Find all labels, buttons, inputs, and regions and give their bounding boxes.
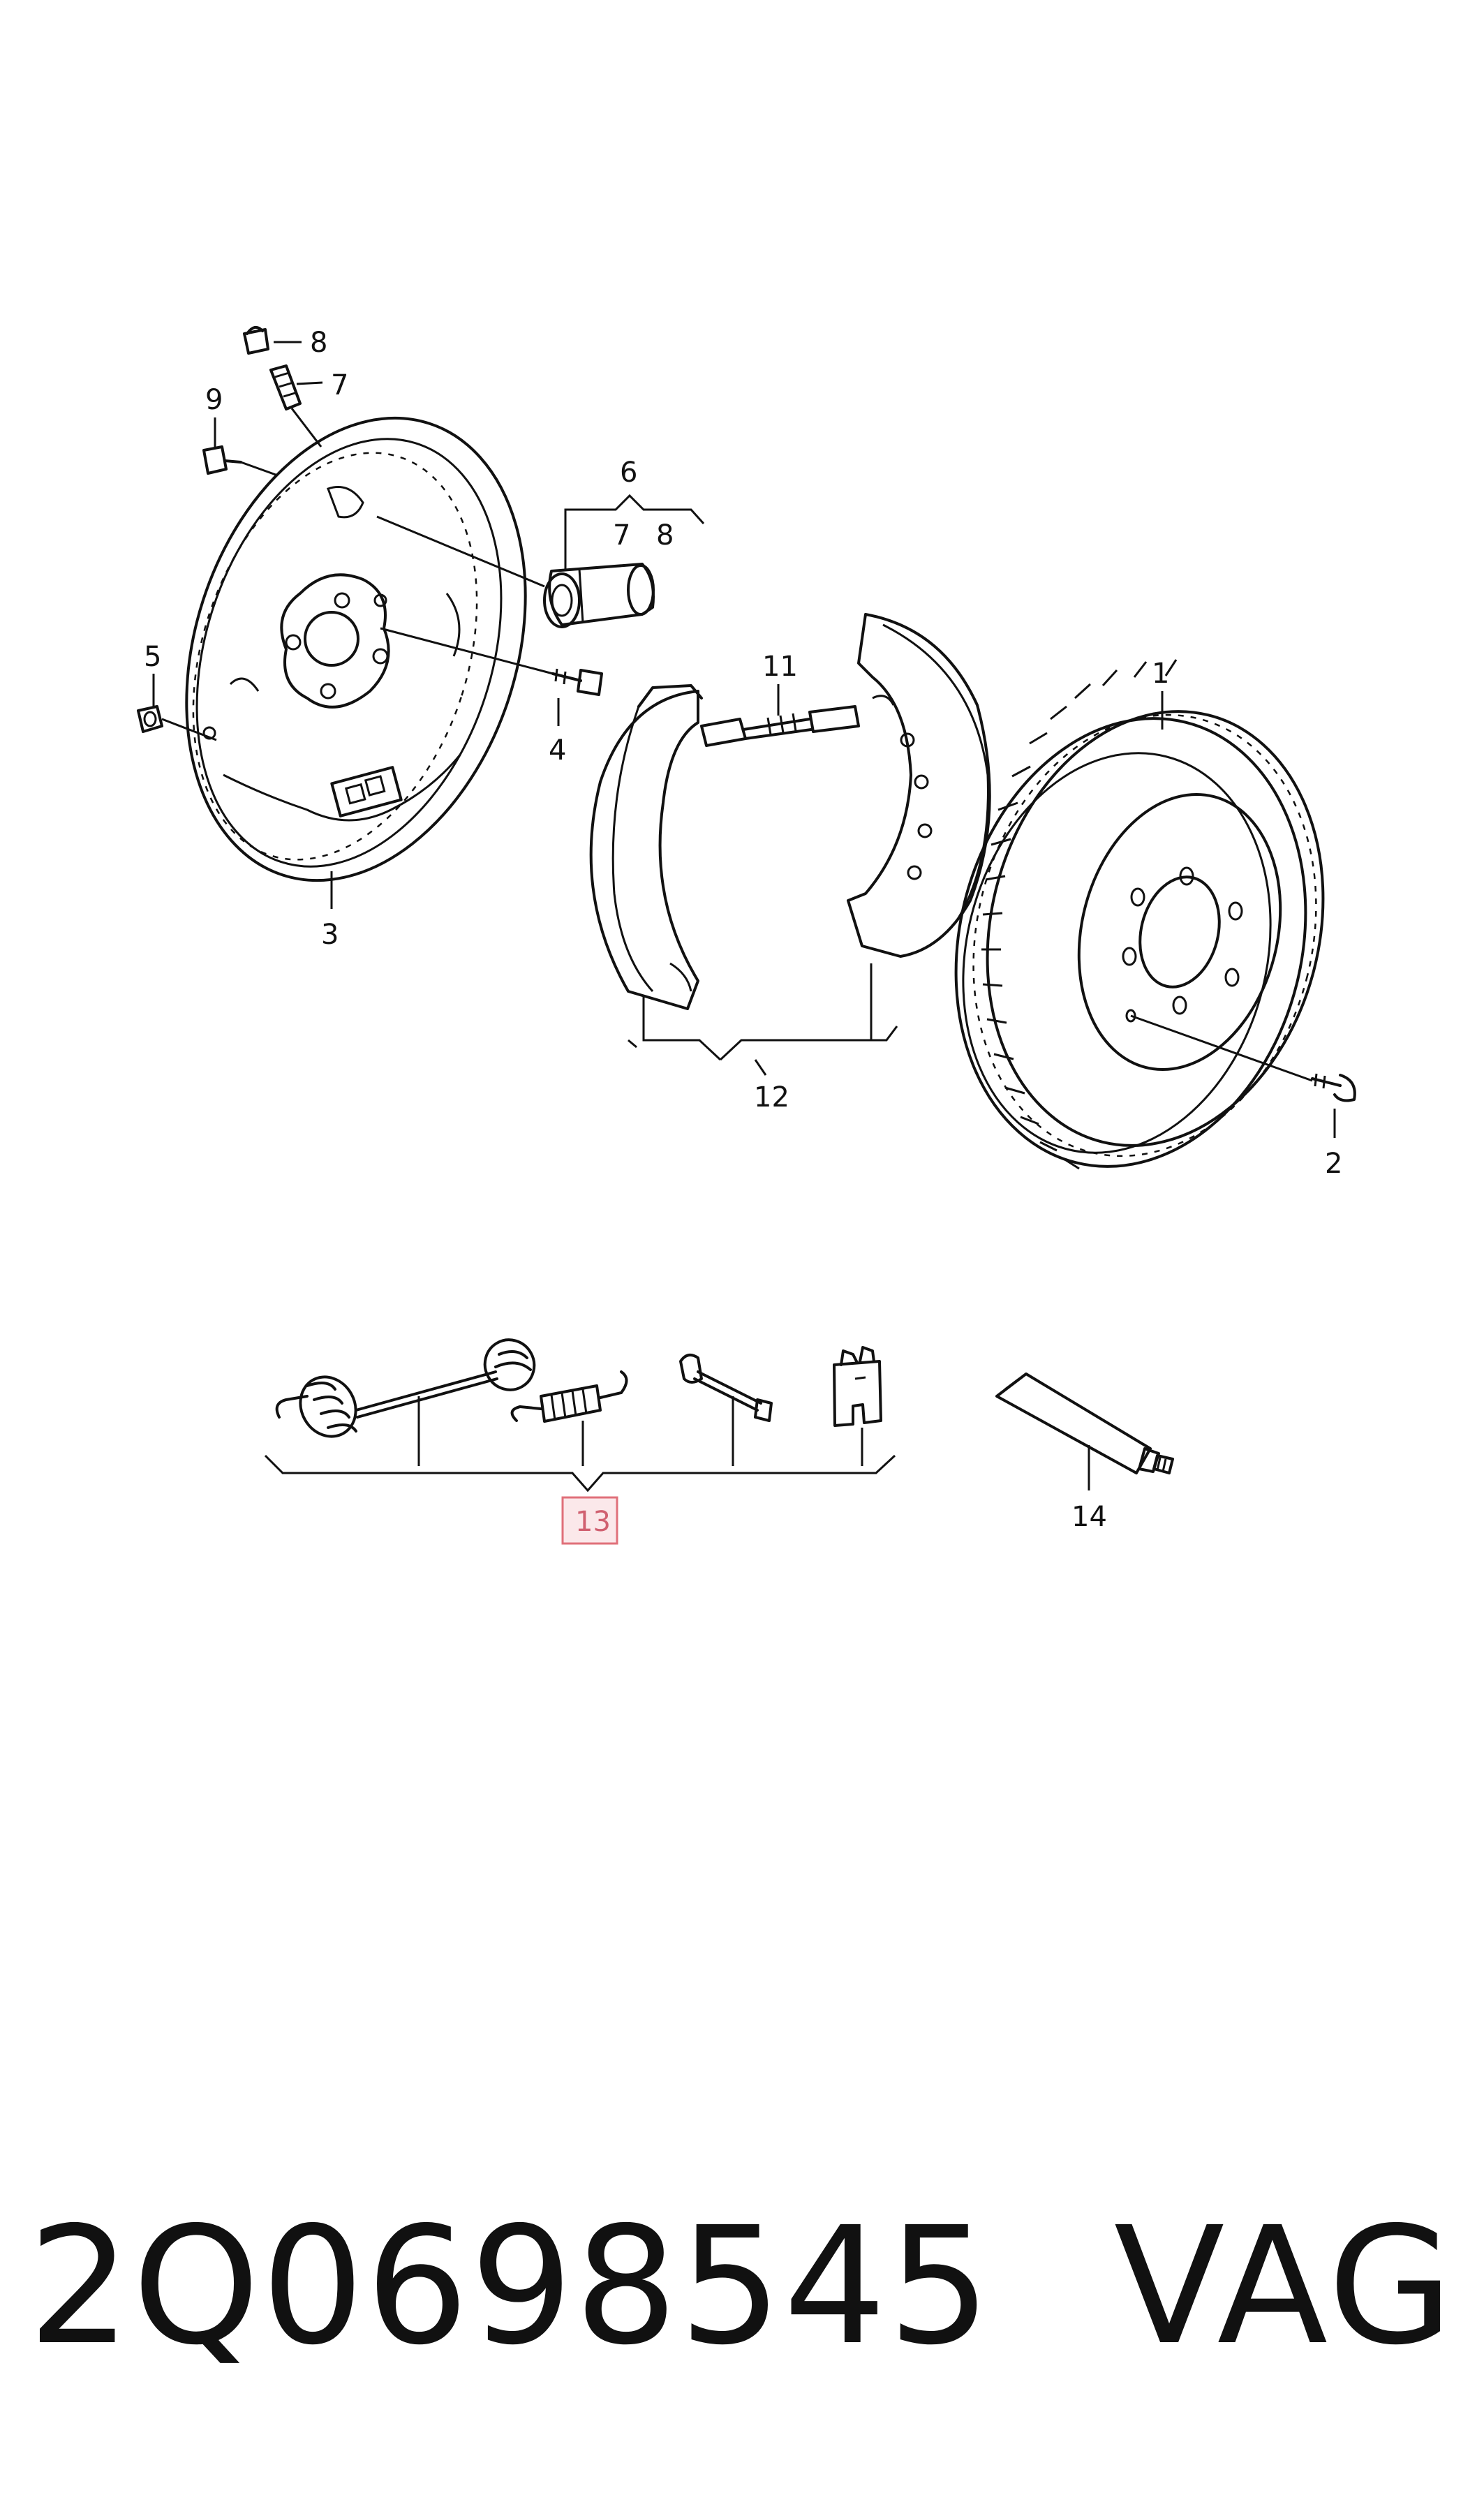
nut-5 bbox=[137, 705, 163, 733]
callout-8: 8 bbox=[310, 327, 327, 359]
brake-shoe-left bbox=[589, 684, 703, 1010]
callout-7: 7 bbox=[331, 369, 348, 401]
leader-7 bbox=[296, 381, 323, 385]
leader-6-to-plate bbox=[376, 515, 545, 588]
adjuster bbox=[700, 705, 860, 747]
bracket-12-left bbox=[642, 997, 722, 1061]
leader-7-to-plate bbox=[290, 408, 322, 447]
leader-9-to-plate bbox=[240, 461, 276, 476]
callout-6-sub-7: 7 bbox=[613, 519, 630, 552]
hold-down-pin bbox=[679, 1354, 773, 1422]
bolt-9 bbox=[202, 445, 242, 475]
wheel-cylinder bbox=[543, 563, 655, 628]
callout-2: 2 bbox=[1325, 1148, 1342, 1180]
brand-name: VAG bbox=[1113, 2192, 1456, 2381]
bracket-12-join bbox=[719, 1039, 871, 1061]
return-spring-long bbox=[275, 1338, 536, 1438]
callout-11: 11 bbox=[762, 651, 798, 683]
footer: 2Q0698545 VAG bbox=[28, 2171, 1456, 2402]
return-spring-short bbox=[510, 1370, 628, 1423]
brake-drum bbox=[954, 659, 1325, 1170]
callout-5: 5 bbox=[144, 641, 161, 673]
callout-13-highlight[interactable] bbox=[561, 1496, 618, 1545]
brake-shoe-right bbox=[847, 613, 991, 958]
bleed-valve bbox=[269, 364, 302, 410]
leader-4-to-plate bbox=[380, 627, 554, 675]
leader-5-to-plate bbox=[161, 718, 217, 741]
leader-2-to-drum bbox=[1130, 1014, 1313, 1082]
grease-tube bbox=[995, 1372, 1174, 1474]
callout-6: 6 bbox=[620, 457, 637, 489]
bracket-13 bbox=[264, 1454, 896, 1493]
backing-plate bbox=[185, 416, 527, 882]
callout-6-sub-8: 8 bbox=[656, 519, 674, 552]
callout-13: 13 bbox=[575, 1506, 611, 1538]
callout-14: 14 bbox=[1071, 1501, 1107, 1533]
callout-4: 4 bbox=[549, 734, 566, 767]
bracket-12-right bbox=[870, 963, 898, 1042]
bleed-cap bbox=[243, 325, 269, 355]
bracket-6 bbox=[564, 494, 705, 531]
drum-screw bbox=[1311, 1073, 1356, 1102]
hold-down-clip bbox=[833, 1346, 882, 1427]
callout-9: 9 bbox=[205, 384, 223, 416]
part-number: 2Q0698545 bbox=[28, 2192, 993, 2381]
callout-12: 12 bbox=[754, 1081, 789, 1113]
bolt-4 bbox=[551, 668, 603, 696]
callout-3: 3 bbox=[321, 919, 339, 951]
callout-1: 1 bbox=[1152, 658, 1169, 690]
